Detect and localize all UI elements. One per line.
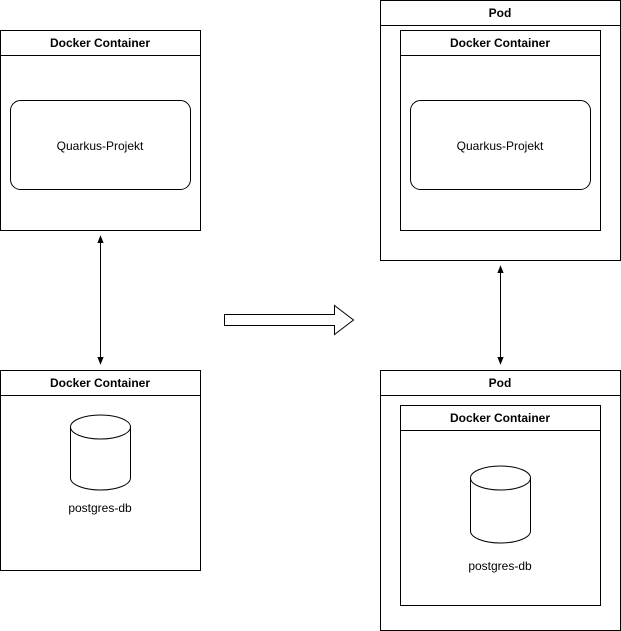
quarkus-project-label: Quarkus-Projekt [457, 139, 544, 153]
postgres-db-label: postgres-db [68, 501, 132, 515]
container-title: Docker Container [50, 36, 150, 50]
database-cylinder-icon [470, 465, 531, 544]
left-db-docker-container: Docker Container postgres-db [0, 370, 201, 571]
right-db-pod: Pod Docker Container postgres-db [380, 370, 621, 631]
pod-docker-container: Docker Container Quarkus-Projekt [400, 30, 601, 231]
container-title: Docker Container [450, 411, 550, 425]
quarkus-project-box [410, 100, 591, 190]
database-cylinder-icon [70, 414, 131, 491]
container-title: Docker Container [50, 376, 150, 390]
container-title: Docker Container [450, 36, 550, 50]
pod-title: Pod [489, 376, 512, 390]
right-app-pod: Pod Docker Container Quarkus-Projekt [380, 0, 621, 261]
quarkus-project-label: Quarkus-Projekt [57, 139, 144, 153]
quarkus-project-box [10, 100, 191, 190]
postgres-db-label: postgres-db [468, 559, 532, 573]
transition-arrow-icon [224, 304, 355, 336]
left-app-docker-container: Docker Container Quarkus-Projekt [0, 30, 201, 231]
pod-docker-container: Docker Container postgres-db [400, 405, 601, 606]
pod-title: Pod [489, 6, 512, 20]
